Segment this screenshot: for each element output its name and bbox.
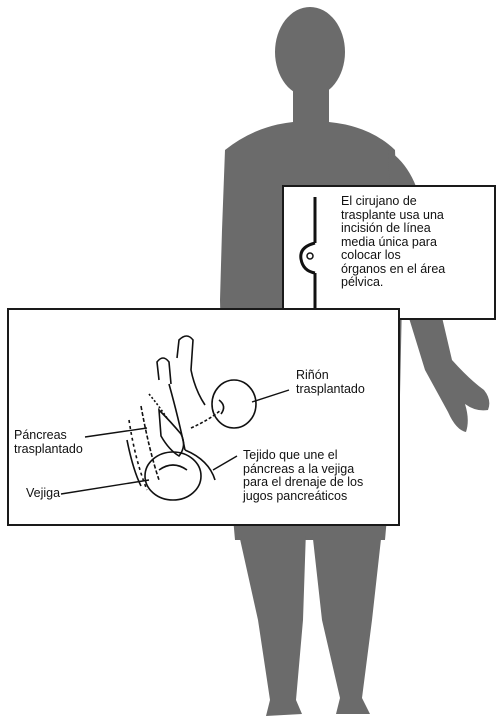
incision-note: El cirujano de trasplante usa una incisi… — [341, 195, 491, 290]
label-bladder: Vejiga — [26, 487, 86, 501]
organs-inset: Riñón trasplantado Páncreas trasplantado… — [7, 308, 400, 526]
incision-icon — [284, 187, 344, 318]
incision-inset: El cirujano de trasplante usa una incisi… — [282, 185, 496, 320]
label-pancreas: Páncreas trasplantado — [14, 429, 104, 456]
label-kidney: Riñón trasplantado — [296, 369, 396, 396]
label-tissue: Tejido que une el páncreas a la vejiga p… — [243, 449, 398, 503]
